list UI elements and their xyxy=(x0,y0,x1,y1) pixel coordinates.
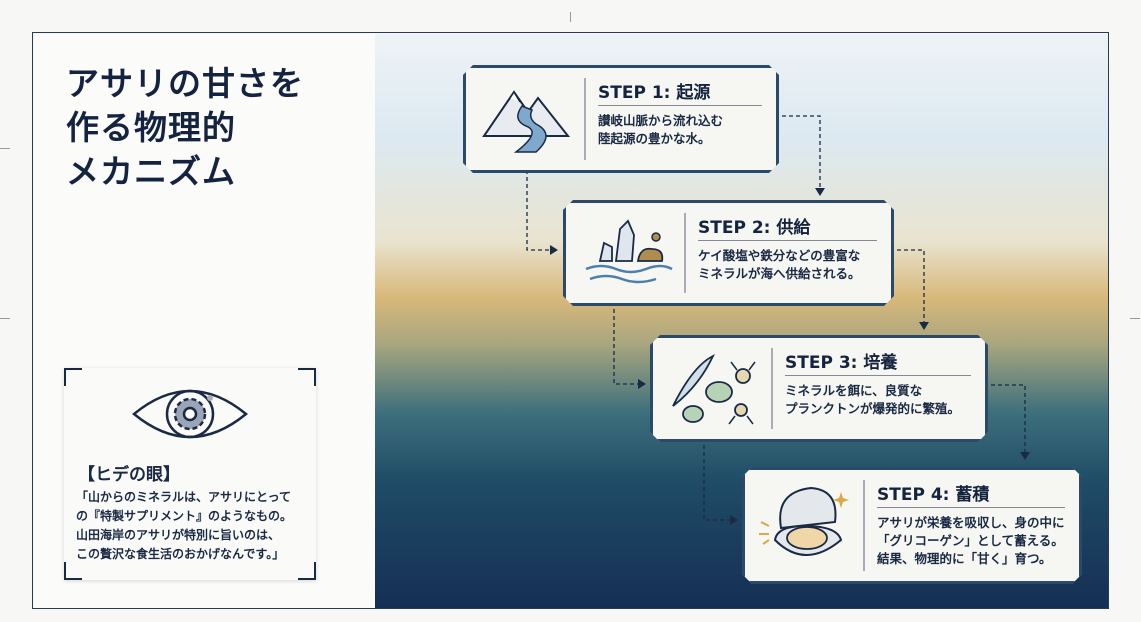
page-title: アサリの甘さを 作る物理的 メカニズム xyxy=(66,62,304,194)
step-4-card: STEP 4: 蓄積 アサリが栄養を吸収し、身の中に 「グリコーゲン」として蓄え… xyxy=(742,467,1082,584)
step-1-text: 讃岐山脈から流れ込む 陸起源の豊かな水。 xyxy=(598,113,724,146)
guide-tick xyxy=(0,318,10,319)
arrow-1-2-right xyxy=(775,115,821,190)
step-1-card: STEP 1: 起源 讃岐山脈から流れ込む 陸起源の豊かな水。 xyxy=(463,65,779,173)
guide-tick xyxy=(1130,318,1140,319)
arrow-3-4-left xyxy=(703,438,732,521)
arrow-3-4-right xyxy=(984,384,1026,455)
step-1-title: STEP 1: 起源 xyxy=(598,83,711,103)
arrow-1-2-left xyxy=(526,170,552,251)
note-heading: 【ヒデの眼】 xyxy=(78,465,180,485)
step-2-title: STEP 2: 供給 xyxy=(698,218,811,238)
plankton-icon xyxy=(663,346,763,431)
note-body: 「山からのミネラルは、アサリにとって の『特製サプリメント』のようなもの。 山田… xyxy=(76,490,293,561)
title-line: アサリの甘さを xyxy=(66,64,304,103)
hide-note-card: 【ヒデの眼】 「山からのミネラルは、アサリにとって の『特製サプリメント』のよう… xyxy=(64,368,316,580)
title-line: 作る物理的 xyxy=(66,108,236,147)
mountain-river-icon xyxy=(476,76,576,162)
step-4-title: STEP 4: 蓄積 xyxy=(877,485,990,505)
guide-tick xyxy=(0,148,10,149)
arrow-2-3-left xyxy=(613,302,640,385)
title-line: メカニズム xyxy=(66,152,236,191)
outer-frame xyxy=(32,32,1109,609)
step-3-card: STEP 3: 培養 ミネラルを餌に、良質な プランクトンが爆発的に繁殖。 xyxy=(650,335,988,442)
clam-icon xyxy=(755,478,855,573)
minerals-water-icon xyxy=(576,211,676,295)
step-2-card: STEP 2: 供給 ケイ酸塩や鉄分などの豊富な ミネラルが海へ供給される。 xyxy=(563,200,894,306)
arrow-2-3-right xyxy=(890,249,925,325)
step-2-text: ケイ酸塩や鉄分などの豊富な ミネラルが海へ供給される。 xyxy=(698,248,861,281)
step-3-title: STEP 3: 培養 xyxy=(785,353,898,373)
eye-gear-icon xyxy=(132,389,248,439)
step-4-text: アサリが栄養を吸収し、身の中に 「グリコーゲン」として蓄える。 結果、物理的に「… xyxy=(877,515,1065,566)
guide-tick xyxy=(570,12,571,22)
step-3-text: ミネラルを餌に、良質な プランクトンが爆発的に繁殖。 xyxy=(785,383,961,416)
